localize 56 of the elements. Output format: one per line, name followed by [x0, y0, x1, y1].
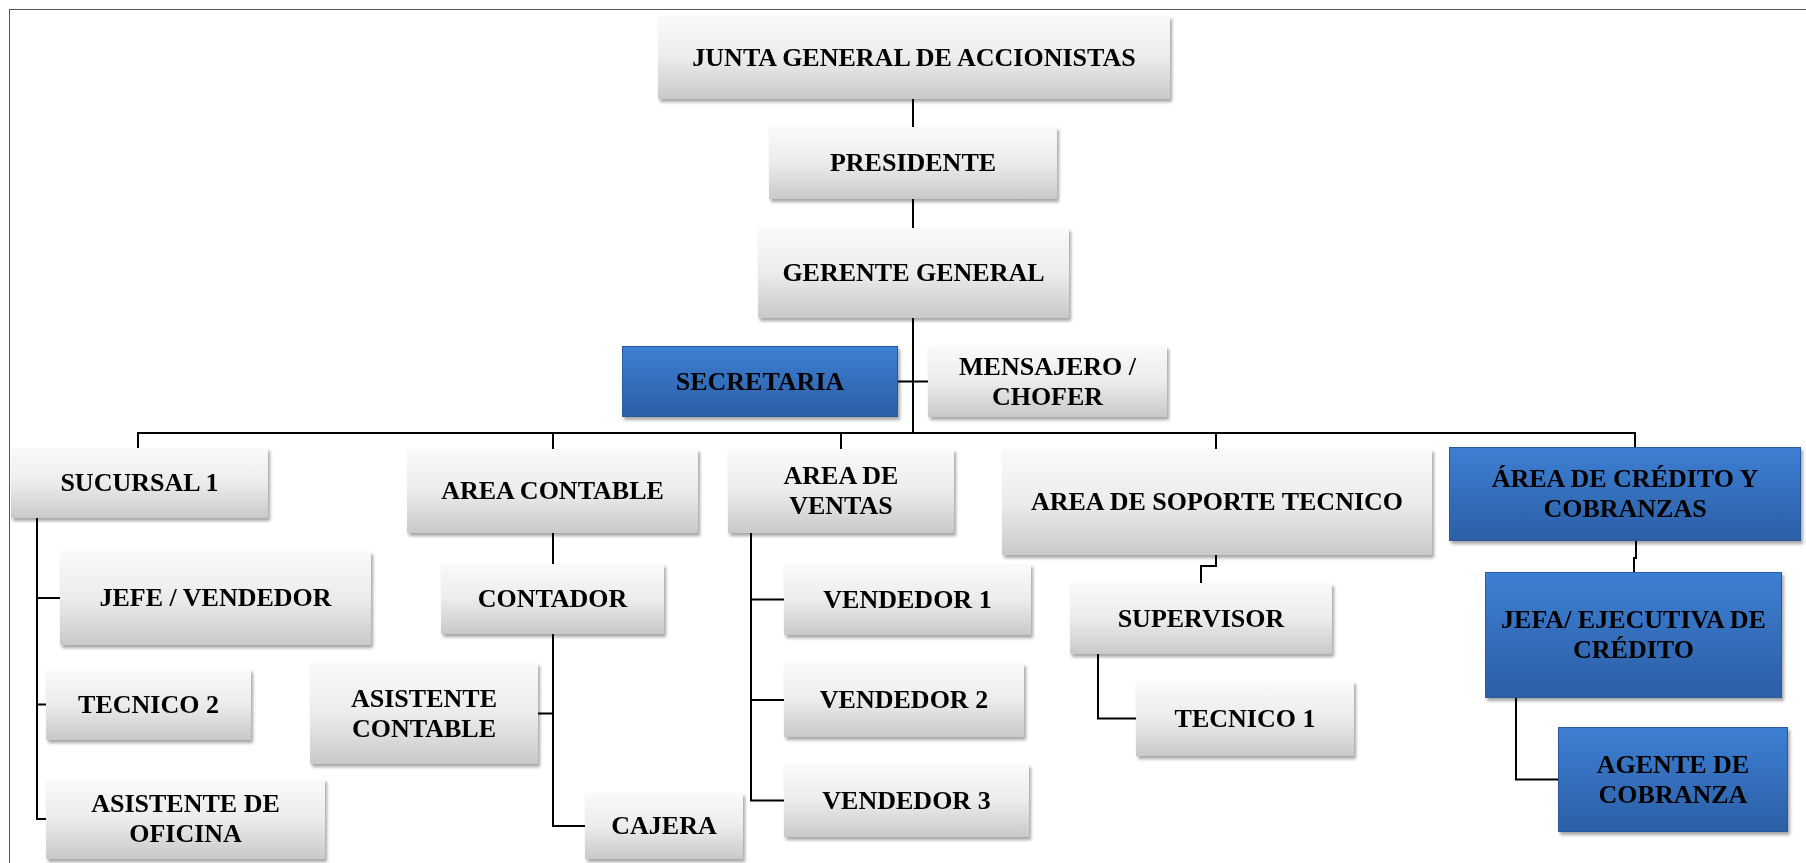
org-box — [1136, 681, 1354, 756]
connector-line — [552, 532, 554, 565]
node-label: CONTADOR — [477, 584, 628, 614]
org-box — [658, 16, 1170, 99]
org-box — [728, 449, 954, 533]
node-label: AREA CONTABLE — [441, 476, 664, 506]
node-label: VENDEDOR 2 — [819, 685, 989, 715]
node-label: VENDEDOR 1 — [823, 584, 992, 615]
node-label: PRESIDENTE — [829, 148, 997, 178]
org-box — [585, 793, 743, 859]
node-label: JUNTA GENERAL DE ACCIONISTAS — [692, 42, 1136, 73]
node-label: GERENTE GENERAL — [782, 258, 1045, 288]
org-box — [407, 449, 698, 533]
org-box — [1485, 572, 1782, 698]
node-label: AREA DE VENTAS — [782, 461, 900, 521]
org-box — [928, 346, 1167, 417]
node-label: CAJERA — [611, 811, 717, 841]
connector-line — [1515, 697, 1559, 781]
org-box — [1070, 583, 1332, 654]
node-label: ASISTENTE CONTABLE — [350, 683, 498, 744]
connector-line — [912, 198, 914, 229]
node-label: SUPERVISOR — [1117, 603, 1285, 634]
org-box — [769, 127, 1057, 199]
org-box — [1558, 727, 1788, 832]
connector-line — [1097, 653, 1137, 720]
org-box — [60, 551, 371, 645]
connector-line — [36, 517, 47, 820]
org-box — [758, 228, 1069, 318]
org-box — [784, 764, 1029, 837]
org-box — [1002, 449, 1432, 555]
connector-line — [750, 532, 785, 802]
node-label: TECNICO 2 — [78, 689, 219, 720]
node-label: TECNICO 1 — [1174, 703, 1316, 734]
node-label: ASISTENTE DE OFICINA — [90, 789, 281, 849]
connector-line — [912, 98, 914, 128]
org-box — [11, 448, 268, 518]
node-label: AGENTE DE COBRANZA — [1595, 749, 1751, 810]
org-box — [46, 669, 251, 740]
connector-line — [1200, 554, 1217, 584]
connector-line — [552, 633, 586, 827]
org-box — [622, 346, 898, 417]
org-box — [1449, 447, 1801, 541]
node-label: MENSAJERO / CHOFER — [958, 351, 1137, 412]
node-label: SUCURSAL 1 — [60, 468, 219, 498]
node-label: SECRETARIA — [675, 366, 845, 397]
node-label: ÁREA DE CRÉDITO Y COBRANZAS — [1490, 464, 1760, 524]
org-box — [46, 779, 325, 859]
org-box — [310, 663, 538, 764]
node-label: JEFA/ EJECUTIVA DE CRÉDITO — [1500, 605, 1767, 665]
org-box — [784, 564, 1031, 635]
org-box — [784, 663, 1024, 737]
node-label: JEFE / VENDEDOR — [99, 583, 332, 613]
node-label: VENDEDOR 3 — [822, 785, 991, 816]
connector-line — [1633, 540, 1637, 573]
org-box — [441, 564, 664, 634]
node-label: AREA DE SOPORTE TECNICO — [1030, 487, 1404, 517]
